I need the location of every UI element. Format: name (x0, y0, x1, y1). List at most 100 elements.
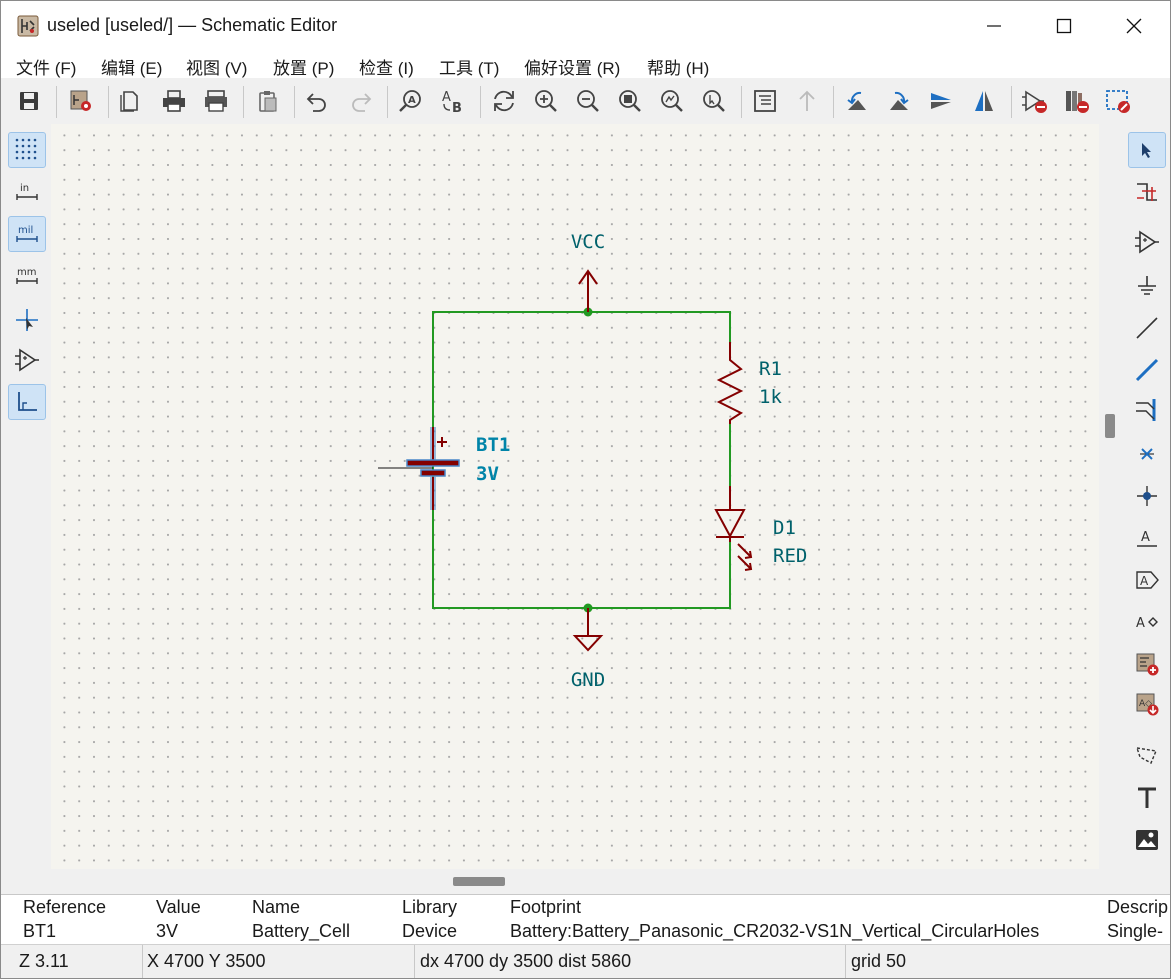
status-zoom-cell: Z 3.11 (1, 945, 143, 978)
add-hierarchical-label-button[interactable]: A (1128, 604, 1166, 640)
import-sheet-pin-button[interactable]: A◇ (1128, 686, 1166, 722)
add-image-button[interactable] (1128, 822, 1166, 858)
left-toolbar: in mil mm (1, 124, 51, 894)
r1-reference: R1 (759, 358, 782, 380)
bt1-value: 3V (476, 463, 499, 485)
status-zoom: Z 3.11 (19, 951, 69, 971)
resistor-r1[interactable] (716, 342, 744, 424)
units-mm-icon: mm (16, 267, 38, 284)
horizontal-scroll-thumb[interactable] (453, 877, 505, 886)
find-button[interactable]: A (394, 84, 428, 118)
menu-place[interactable]: 放置 (P) (273, 59, 335, 78)
menu-tools[interactable]: 工具 (T) (439, 59, 500, 78)
vertical-scroll-thumb[interactable] (1105, 414, 1115, 438)
no-connect-icon (1140, 448, 1154, 460)
menu-preferences[interactable]: 偏好设置 (R) (524, 59, 621, 78)
info-header-name: Name (252, 897, 301, 917)
add-graphic-lines-button[interactable] (1128, 738, 1166, 774)
right-toolbar: A A A A◇ (1124, 124, 1170, 894)
vcc-power-symbol[interactable] (578, 269, 598, 312)
zoom-fit-button[interactable] (613, 84, 647, 118)
kicad-eeschema-app-icon (17, 15, 39, 37)
cursor-fullscreen-icon (16, 309, 38, 331)
add-wire-button[interactable] (1128, 310, 1166, 346)
line-mode-button[interactable] (8, 384, 46, 420)
undo-button[interactable] (300, 84, 334, 118)
zoom-selection-button[interactable] (697, 84, 731, 118)
redo-button[interactable] (344, 84, 378, 118)
symbol-browser-button[interactable] (1060, 84, 1094, 118)
units-mm-button[interactable]: mm (8, 258, 46, 294)
menu-file[interactable]: 文件 (F) (16, 59, 77, 78)
plot-icon (205, 90, 227, 112)
zoom-in-icon (535, 90, 557, 112)
mirror-vertical-button[interactable] (924, 84, 958, 118)
hierarchy-navigator-button[interactable] (748, 84, 782, 118)
battery-bt1[interactable] (378, 424, 460, 510)
schematic-canvas[interactable]: VCC GND R1 1k D1 RED (51, 124, 1099, 869)
info-value-library: Device (402, 921, 458, 941)
maximize-button[interactable] (1041, 7, 1087, 45)
menu-help[interactable]: 帮助 (H) (647, 59, 710, 78)
svg-text:A: A (1141, 530, 1150, 545)
gnd-power-symbol[interactable] (572, 608, 604, 652)
annotate-icon (1106, 90, 1130, 113)
leave-sheet-button[interactable] (790, 84, 824, 118)
rotate-cw-button[interactable] (882, 84, 916, 118)
add-text-icon (1138, 787, 1156, 808)
rotate-ccw-button[interactable] (840, 84, 874, 118)
select-icon (1142, 143, 1151, 158)
close-button[interactable] (1111, 7, 1157, 45)
grid-toggle-button[interactable] (8, 132, 46, 168)
minimize-button[interactable] (971, 7, 1017, 45)
cursor-fullscreen-button[interactable] (8, 302, 46, 338)
led-d1[interactable] (714, 486, 753, 571)
info-header-description: Descrip (1107, 897, 1169, 917)
add-label-button[interactable]: A (1128, 520, 1166, 556)
mirror-horizontal-button[interactable] (967, 84, 1001, 118)
paste-button[interactable] (251, 84, 285, 118)
status-grid: grid 50 (851, 951, 907, 971)
properties-info-panel: Reference Value Name Library Footprint D… (1, 894, 1170, 945)
add-symbol-button[interactable] (1128, 224, 1166, 260)
paste-icon (259, 91, 277, 112)
annotate-button[interactable] (1101, 84, 1135, 118)
zoom-out-button[interactable] (571, 84, 605, 118)
select-tool-button[interactable] (1128, 132, 1166, 168)
refresh-button[interactable] (487, 84, 521, 118)
save-button[interactable] (12, 84, 46, 118)
schematic-setup-button[interactable] (64, 84, 98, 118)
add-graphic-lines-icon (1135, 747, 1157, 764)
page-settings-button[interactable] (113, 84, 147, 118)
wire-to-bus-entry-icon (1136, 399, 1156, 421)
wire-to-bus-entry-button[interactable] (1128, 392, 1166, 428)
d1-value: RED (773, 545, 807, 567)
zoom-objects-button[interactable] (655, 84, 689, 118)
svg-text:A: A (1136, 616, 1145, 631)
menu-edit[interactable]: 编辑 (E) (101, 59, 163, 78)
add-bus-button[interactable] (1128, 352, 1166, 388)
hidden-pins-button[interactable] (8, 342, 46, 378)
add-junction-button[interactable] (1128, 478, 1166, 514)
print-icon (163, 90, 185, 112)
menu-view[interactable]: 视图 (V) (186, 59, 248, 78)
add-text-button[interactable] (1128, 780, 1166, 816)
plot-button[interactable] (199, 84, 233, 118)
units-mils-button[interactable]: mil (8, 216, 46, 252)
add-global-label-button[interactable]: A (1128, 562, 1166, 598)
add-hierarchical-sheet-button[interactable] (1128, 646, 1166, 682)
units-inches-button[interactable]: in (8, 174, 46, 210)
vertical-scrollbar[interactable] (1099, 124, 1124, 869)
zoom-in-button[interactable] (529, 84, 563, 118)
svg-text:A: A (1140, 574, 1149, 588)
horizontal-scrollbar[interactable] (51, 869, 1124, 894)
no-connect-button[interactable] (1128, 436, 1166, 472)
add-power-button[interactable] (1128, 268, 1166, 304)
menu-inspect[interactable]: 检查 (I) (359, 59, 414, 78)
symbol-editor-button[interactable] (1018, 84, 1052, 118)
print-button[interactable] (157, 84, 191, 118)
status-delta: dx 4700 dy 3500 dist 5860 (420, 951, 632, 971)
highlight-net-button[interactable] (1128, 174, 1166, 210)
